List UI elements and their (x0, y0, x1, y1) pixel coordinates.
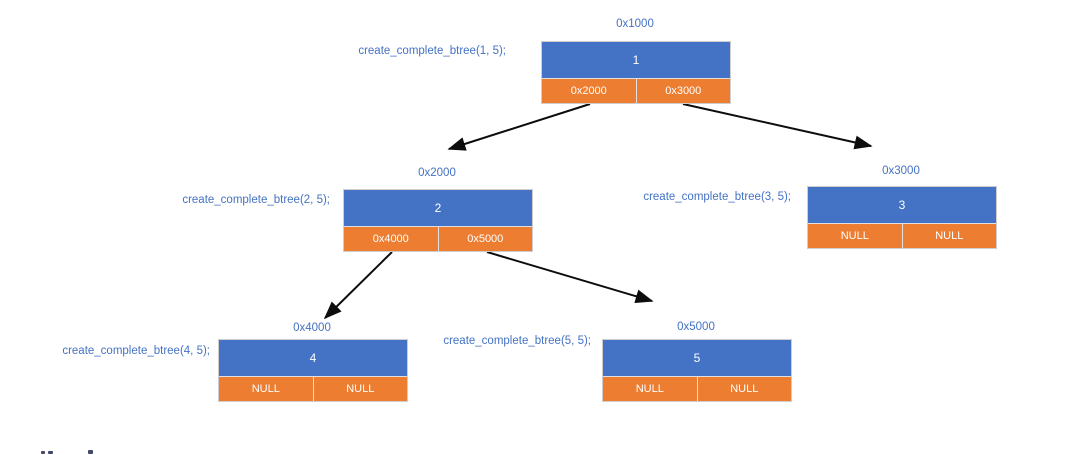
node-3-caller-label: create_complete_btree(3, 5); (643, 191, 791, 203)
node-2-value: 2 (344, 190, 532, 226)
node-5-caller-label: create_complete_btree(5, 5); (443, 335, 591, 347)
tree-node-4: 4 NULL NULL (218, 339, 408, 402)
node-1-left-pointer-cell: 0x2000 (542, 79, 637, 103)
node-1-pointer-row: 0x2000 0x3000 (542, 78, 730, 103)
tree-node-2: 2 0x4000 0x5000 (343, 189, 533, 252)
node-4-caller-label: create_complete_btree(4, 5); (62, 345, 210, 357)
node-2-address-label: 0x2000 (418, 167, 456, 179)
node-5-value: 5 (603, 340, 791, 376)
node-3-address-label: 0x3000 (882, 165, 920, 177)
node-5-left-pointer-cell: NULL (603, 377, 698, 401)
node-1-address-label: 0x1000 (616, 18, 654, 30)
node-4-left-pointer-cell: NULL (219, 377, 314, 401)
node-3-value: 3 (808, 187, 996, 223)
clipped-text-fragment (0, 448, 120, 455)
node-2-right-pointer-cell: 0x5000 (467, 233, 504, 245)
tree-node-3: 3 NULL NULL (807, 186, 997, 249)
node-3-right-pointer-cell: NULL (935, 230, 964, 242)
edge-node1-right-arrow (682, 103, 873, 150)
edge-node2-left-arrow (323, 251, 393, 320)
edge-node2-right-arrow (486, 251, 654, 304)
clipped-letter-mark (41, 451, 45, 454)
node-2-left-pointer-cell: 0x4000 (344, 227, 439, 251)
clipped-letter-mark (48, 451, 53, 454)
node-4-pointer-row: NULL NULL (219, 376, 407, 401)
edge-node1-left-arrow (447, 103, 591, 151)
node-3-left-pointer-cell: NULL (808, 224, 903, 248)
node-4-right-pointer-cell: NULL (346, 383, 375, 395)
tree-node-5: 5 NULL NULL (602, 339, 792, 402)
clipped-letter-mark (88, 450, 93, 454)
node-1-right-pointer-cell: 0x3000 (665, 85, 702, 97)
node-1-value: 1 (542, 42, 730, 78)
node-5-address-label: 0x5000 (677, 321, 715, 333)
node-1-caller-label: create_complete_btree(1, 5); (358, 45, 506, 57)
node-5-pointer-row: NULL NULL (603, 376, 791, 401)
node-4-value: 4 (219, 340, 407, 376)
node-2-pointer-row: 0x4000 0x5000 (344, 226, 532, 251)
tree-node-1: 1 0x2000 0x3000 (541, 41, 731, 104)
node-3-pointer-row: NULL NULL (808, 223, 996, 248)
node-2-caller-label: create_complete_btree(2, 5); (182, 194, 330, 206)
node-5-right-pointer-cell: NULL (730, 383, 759, 395)
node-4-address-label: 0x4000 (293, 322, 331, 334)
